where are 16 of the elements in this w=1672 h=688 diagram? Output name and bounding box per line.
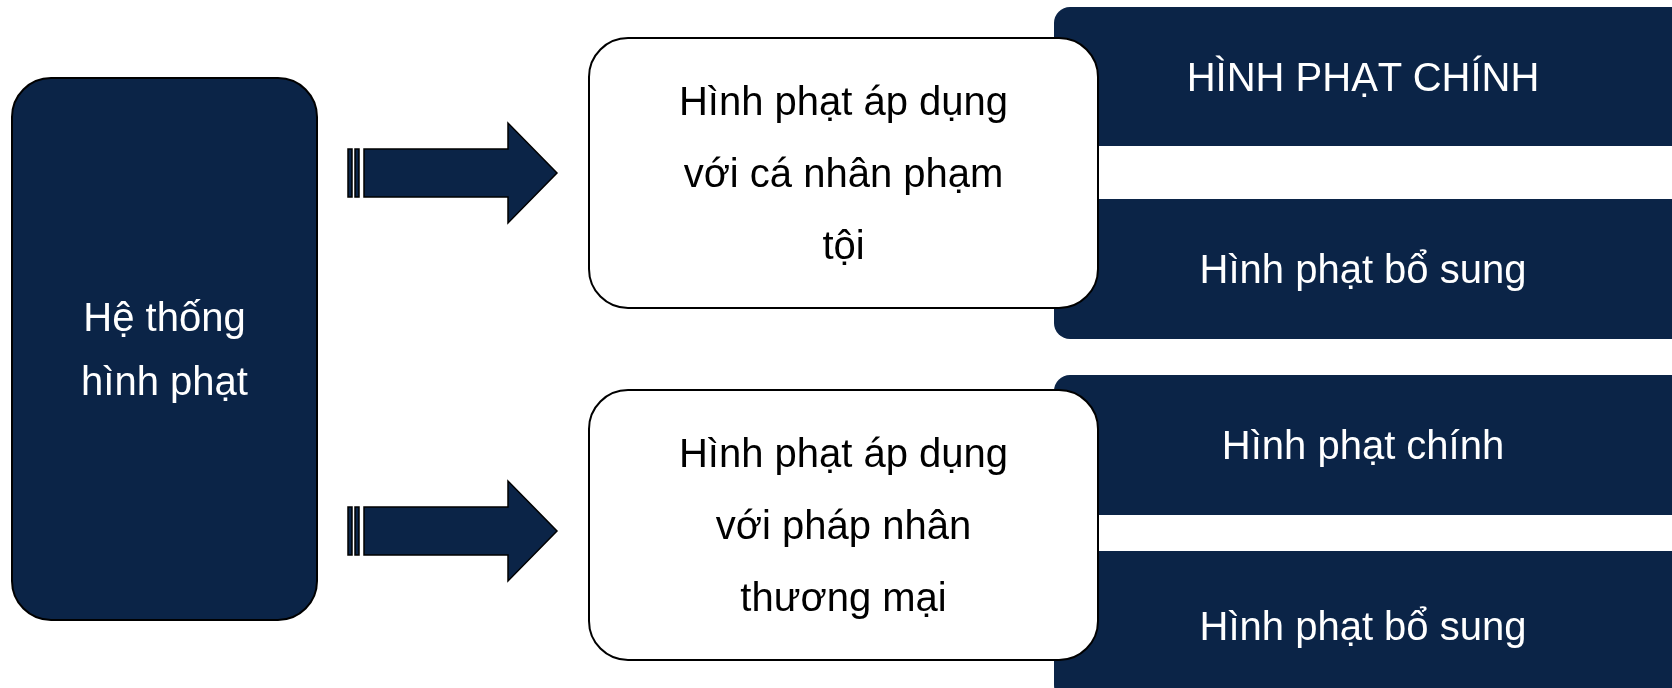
node-label: HÌNH PHẠT CHÍNH — [1186, 53, 1540, 101]
node-label: Hình phạt áp dụng với cá nhân phạm tội — [677, 78, 1010, 269]
subject-box — [588, 37, 1099, 309]
category-box — [1054, 7, 1672, 146]
node-label: Hình phạt bổ sung — [1199, 246, 1527, 293]
category-box — [1054, 199, 1672, 339]
category-box — [1054, 375, 1672, 515]
category-box — [1054, 551, 1672, 688]
node-label: Hình phạt chính — [1221, 422, 1505, 469]
block-arrow — [347, 479, 559, 583]
node-label: Hệ thống hình phạt — [80, 294, 249, 405]
block-arrow — [347, 121, 559, 225]
node-label: Hình phạt áp dụng với pháp nhân thương mại — [677, 430, 1010, 621]
node-label: Hình phạt bổ sung — [1199, 603, 1527, 650]
root-box — [11, 77, 318, 621]
subject-box — [588, 389, 1099, 661]
